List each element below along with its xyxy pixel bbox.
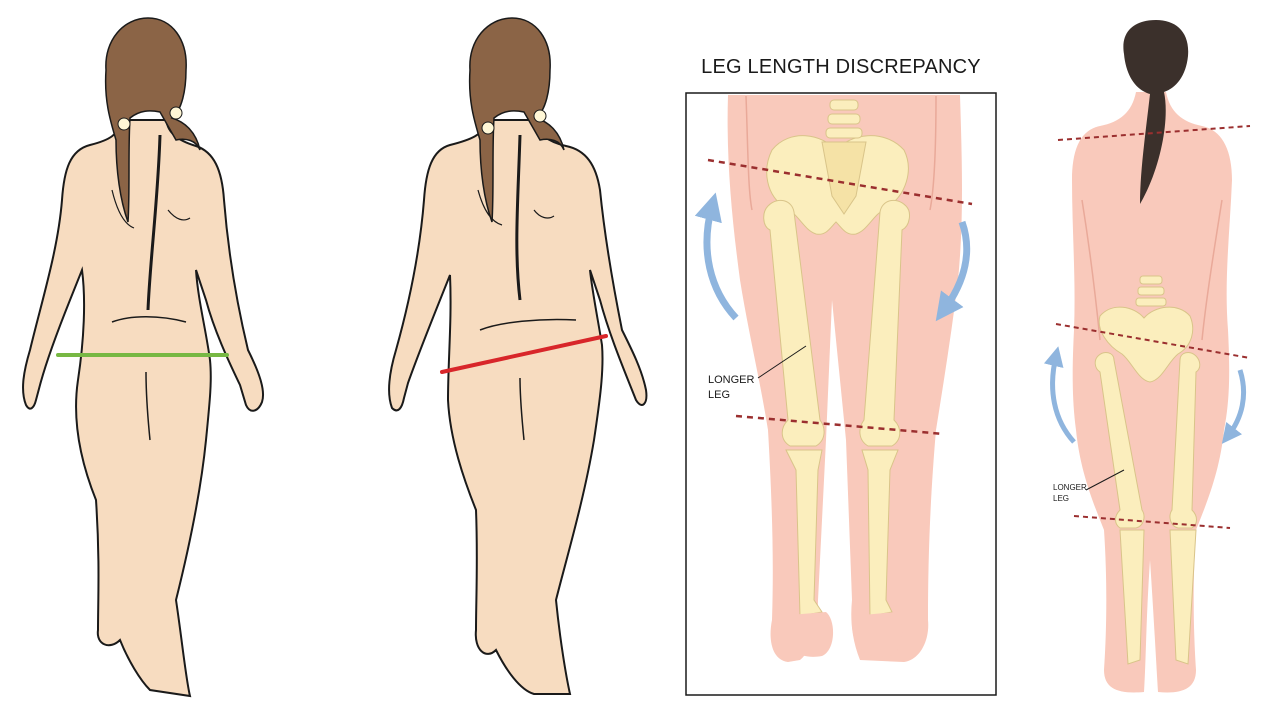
hip-tilt-line — [440, 334, 608, 374]
knee-guide-line — [735, 414, 945, 436]
figure-small-skeleton — [1043, 20, 1251, 693]
rotation-arrow-icon — [1043, 346, 1076, 444]
rotation-arrow-icon — [935, 220, 971, 322]
body-silhouette — [22, 119, 264, 698]
figure-level-hips — [22, 17, 264, 698]
hair-tie-flower-icon — [169, 106, 183, 120]
hair-tie-flower-icon — [533, 109, 547, 123]
longer-leg-label-line1: LONGER — [708, 374, 755, 386]
hair-tie-flower-icon — [117, 117, 131, 131]
longer-leg-label-line2: LEG — [708, 388, 731, 401]
hair — [1123, 20, 1189, 204]
hair — [468, 17, 565, 223]
hip-guide-line — [1055, 323, 1251, 359]
figure-tilted-hips — [388, 17, 648, 695]
rotation-arrow-icon — [694, 192, 739, 321]
diagram-title: LEG LENGTH DISCREPANCY — [701, 56, 981, 78]
longer-leg-label-small: LONGER LEG — [1053, 483, 1087, 505]
knee-guide-line — [1073, 515, 1231, 529]
hair — [104, 17, 201, 223]
longer-leg-label: LONGER LEG — [708, 373, 754, 403]
longer-leg-label-small-line1: LONGER — [1053, 483, 1087, 492]
hair-tie-flower-icon — [481, 121, 495, 135]
rotation-arrow-icon — [1221, 369, 1247, 444]
shoulder-guide-line — [707, 158, 973, 206]
longer-leg-label-small-line2: LEG — [1053, 493, 1070, 503]
body-silhouette — [388, 119, 648, 695]
body-silhouette — [1072, 92, 1232, 693]
skeleton-panel — [685, 92, 997, 696]
